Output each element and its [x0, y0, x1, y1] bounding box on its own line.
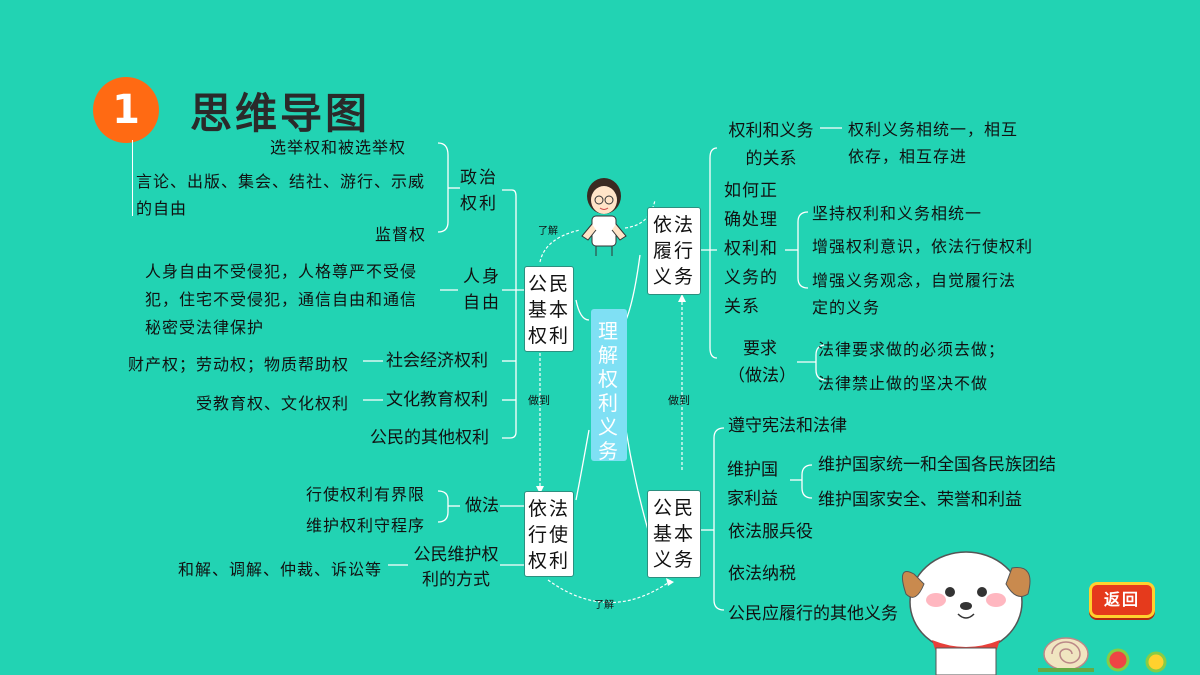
relation-item-line2: 依存，相互存进	[848, 147, 968, 166]
snail-decoration	[1038, 637, 1167, 673]
political-item-supervision: 监督权	[375, 225, 427, 244]
student-illustration	[581, 178, 627, 256]
culture-education-rights-label: 文化教育权利	[386, 390, 488, 410]
arrow-label-understand-top: 了解	[538, 226, 558, 237]
other-rights-label: 公民的其他权利	[370, 428, 489, 448]
arrow-label-understand-bottom: 了解	[594, 600, 614, 611]
requirement-item-must-not: 法律禁止做的坚决不做	[818, 374, 989, 393]
back-button[interactable]: 返回	[1089, 582, 1155, 618]
handle-item-2: 增强权利意识，依法行使权利	[812, 237, 1034, 256]
rights-protection-ways-items: 和解、调解、仲裁、诉讼等	[178, 560, 383, 579]
arrow-label-do-left: 做到	[528, 394, 550, 407]
political-item-speech: 言论、出版、集会、结社、游行、示威的自由	[136, 172, 426, 218]
node-duties-box: 公民基本义务	[647, 490, 701, 578]
method-item-procedure: 维护权利守程序	[306, 516, 426, 535]
political-rights-label: 政治权利	[460, 168, 498, 214]
handle-item-3: 增强义务观念，自觉履行法	[812, 271, 1017, 290]
national-item-security: 维护国家安全、荣誉和利益	[818, 490, 1022, 510]
node-exercise-text: 依法行使权利	[527, 498, 570, 572]
page-title: 思维导图	[190, 89, 371, 138]
social-economic-rights-label: 社会经济权利	[386, 351, 488, 371]
node-fulfill-box: 依法履行义务	[647, 207, 701, 295]
center-topic-box: 理解权利义务	[591, 309, 627, 463]
personal-freedom-label: 人身自由	[463, 267, 501, 313]
node-rights-text: 公民基本权利	[527, 273, 570, 347]
political-item-election: 选举权和被选举权	[270, 138, 407, 157]
national-item-unity: 维护国家统一和全国各民族团结	[818, 455, 1056, 475]
duty-military-service: 依法服兵役	[728, 522, 813, 542]
requirement-label: 要求（做法）	[728, 339, 796, 386]
relation-item-line1: 权利义务相统一，相互	[848, 120, 1019, 139]
method-item-boundary: 行使权利有界限	[306, 485, 426, 504]
section-number-badge: 1	[93, 77, 159, 143]
handle-item-4: 定的义务	[812, 298, 881, 317]
duty-national-interest: 维护国家利益	[727, 460, 778, 509]
rights-protection-ways-label: 公民维护权利的方式	[413, 545, 499, 590]
social-economic-items: 财产权；劳动权；物质帮助权	[128, 355, 350, 374]
node-duties-text: 公民基本义务	[652, 497, 695, 571]
handle-relation-label: 如何正确处理权利和义务的关系	[724, 181, 778, 317]
center-topic-text: 理解权利义务	[598, 319, 620, 463]
node-rights-box: 公民基本权利	[524, 266, 574, 352]
node-exercise-box: 依法行使权利	[524, 491, 574, 577]
relation-label: 权利和义务的关系	[728, 121, 814, 169]
method-label: 做法	[465, 496, 499, 516]
culture-education-items: 受教育权、文化权利	[196, 394, 350, 413]
personal-item-line3: 秘密受法律保护	[145, 318, 265, 337]
handle-item-1: 坚持权利和义务相统一	[812, 204, 983, 223]
duty-other: 公民应履行的其他义务	[728, 604, 898, 624]
personal-item-line1: 人身自由不受侵犯，人格尊严不受侵	[145, 262, 418, 281]
badge-stem-line	[132, 140, 133, 216]
arrow-label-do-right: 做到	[668, 394, 690, 407]
duty-constitution: 遵守宪法和法律	[728, 416, 847, 436]
duty-pay-tax: 依法纳税	[728, 564, 796, 584]
puppy-illustration	[901, 551, 1031, 675]
node-fulfill-text: 依法履行义务	[652, 214, 695, 288]
personal-item-line2: 犯，住宅不受侵犯，通信自由和通信	[145, 290, 418, 309]
requirement-item-must-do: 法律要求做的必须去做；	[818, 340, 1006, 359]
